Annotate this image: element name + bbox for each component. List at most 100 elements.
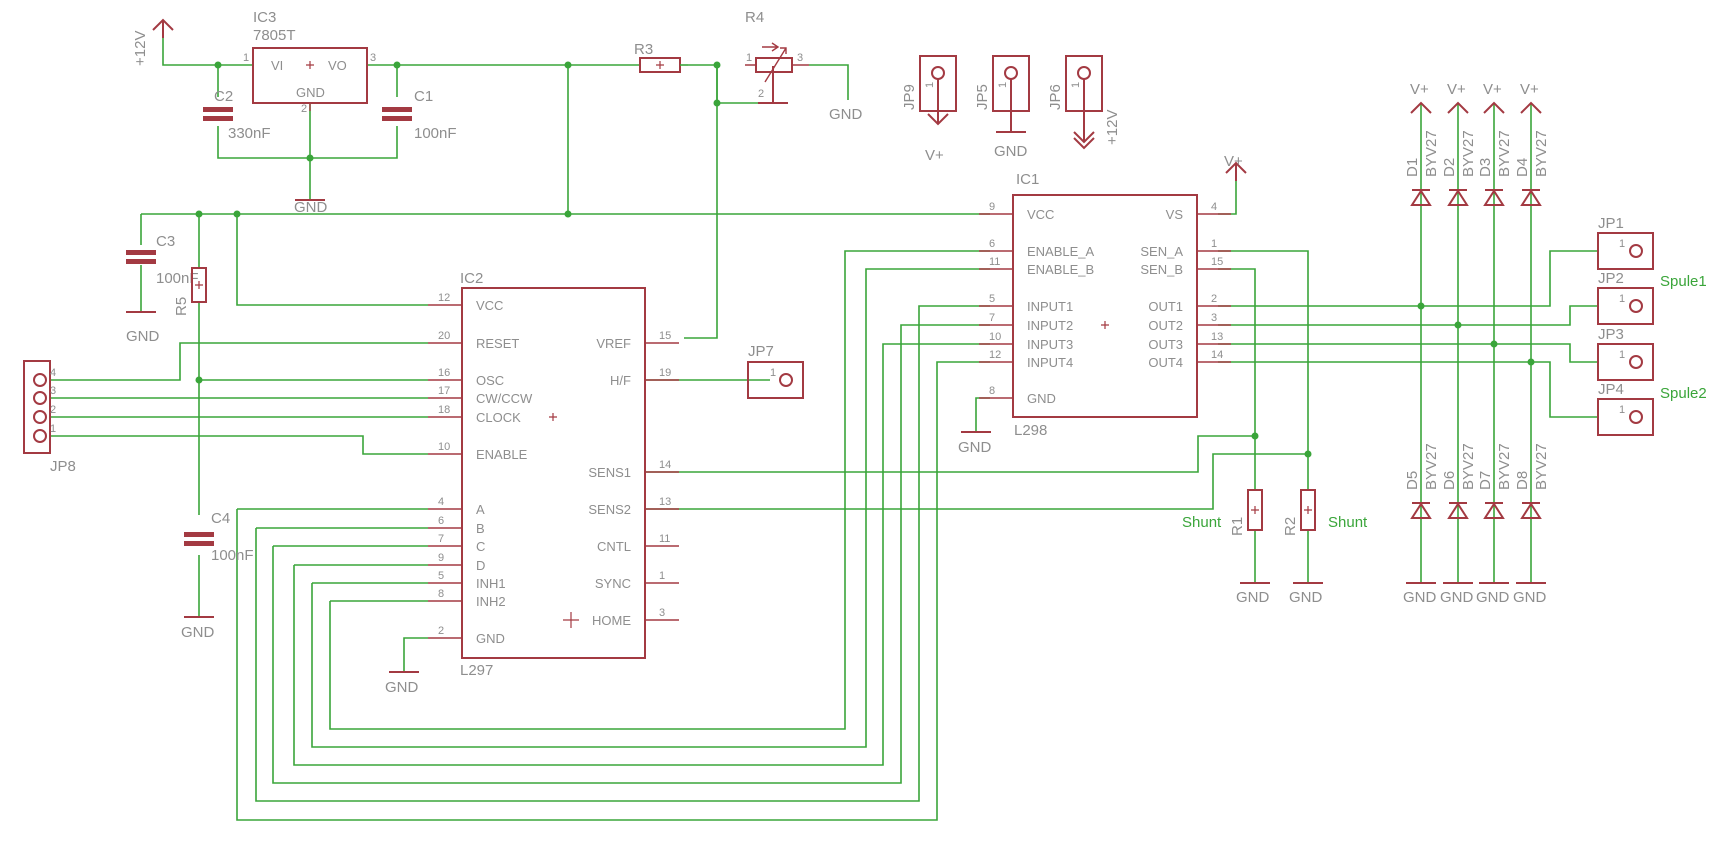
svg-text:BYV27: BYV27 <box>1533 443 1550 490</box>
gnd-regulator: GND <box>294 199 328 216</box>
svg-text:1: 1 <box>1211 238 1217 250</box>
svg-text:D8: D8 <box>1514 471 1531 490</box>
jp1-connector: JP1 1 <box>1597 215 1654 270</box>
svg-text:VCC: VCC <box>476 298 503 313</box>
wires <box>50 38 1598 821</box>
svg-text:D7: D7 <box>1477 471 1494 490</box>
svg-text:1: 1 <box>243 52 249 64</box>
svg-text:2: 2 <box>438 625 444 637</box>
svg-text:13: 13 <box>1211 331 1223 343</box>
svg-text:INPUT3: INPUT3 <box>1027 337 1073 352</box>
svg-text:3: 3 <box>659 607 665 619</box>
svg-text:INPUT4: INPUT4 <box>1027 355 1073 370</box>
svg-text:8: 8 <box>438 588 444 600</box>
jp4-connector: JP4 1 Spule2 <box>1597 381 1707 436</box>
svg-text:6: 6 <box>989 238 995 250</box>
svg-text:100nF: 100nF <box>211 547 254 564</box>
svg-text:CNTL: CNTL <box>597 539 631 554</box>
svg-text:R3: R3 <box>634 41 653 58</box>
svg-text:SYNC: SYNC <box>595 576 631 591</box>
r3-resistor: R3 <box>634 41 688 73</box>
svg-text:1: 1 <box>924 82 936 88</box>
svg-text:SEN_A: SEN_A <box>1140 244 1183 259</box>
svg-text:BYV27: BYV27 <box>1423 130 1440 177</box>
vplus-d2: V+ <box>1447 81 1469 114</box>
gnd-ic2: GND <box>385 671 419 696</box>
svg-text:V+: V+ <box>1520 81 1539 98</box>
ic2-right-pin-h-f: 19H/F <box>610 367 679 388</box>
net-spule1: Spule1 <box>1660 273 1707 290</box>
svg-text:R5: R5 <box>173 297 190 316</box>
ic1-value: L298 <box>1014 422 1047 439</box>
svg-text:GND: GND <box>994 143 1028 160</box>
svg-text:GND: GND <box>1513 589 1547 606</box>
svg-text:GND: GND <box>385 679 419 696</box>
svg-text:C: C <box>476 539 485 554</box>
svg-text:V+: V+ <box>1447 81 1466 98</box>
svg-text:GND: GND <box>1403 589 1437 606</box>
svg-text:5: 5 <box>989 293 995 305</box>
svg-text:100nF: 100nF <box>156 270 199 287</box>
svg-text:BYV27: BYV27 <box>1533 130 1550 177</box>
svg-text:JP3: JP3 <box>1598 326 1624 343</box>
svg-text:BYV27: BYV27 <box>1423 443 1440 490</box>
c2-capacitor: C2 330nF <box>203 88 271 142</box>
svg-text:12: 12 <box>438 292 450 304</box>
svg-text:HOME: HOME <box>592 613 631 628</box>
ic1-name: IC1 <box>1016 171 1039 188</box>
svg-text:15: 15 <box>1211 256 1223 268</box>
svg-text:6: 6 <box>438 515 444 527</box>
svg-text:R1: R1 <box>1229 517 1246 536</box>
svg-text:VREF: VREF <box>596 336 631 351</box>
jp2-connector: JP2 1 Spule1 <box>1597 270 1707 325</box>
svg-text:2: 2 <box>758 88 764 100</box>
svg-text:ENABLE_A: ENABLE_A <box>1027 244 1095 259</box>
svg-text:9: 9 <box>989 201 995 213</box>
gnd-d6: GND <box>1440 582 1474 606</box>
svg-text:D1: D1 <box>1404 158 1421 177</box>
gnd-r1: GND <box>1236 582 1270 606</box>
svg-text:14: 14 <box>659 459 671 471</box>
svg-text:11: 11 <box>659 533 670 545</box>
svg-text:2: 2 <box>50 404 56 416</box>
svg-text:D6: D6 <box>1441 471 1458 490</box>
supply-symbols: +12V GND GND GND GND GND GND <box>126 18 1547 696</box>
svg-text:1: 1 <box>770 367 776 379</box>
svg-text:RESET: RESET <box>476 336 519 351</box>
ic3-name: IC3 <box>253 9 276 26</box>
svg-text:5: 5 <box>438 570 444 582</box>
svg-text:VO: VO <box>328 58 347 73</box>
svg-text:C1: C1 <box>414 88 433 105</box>
svg-text:SENS2: SENS2 <box>588 502 631 517</box>
svg-text:12: 12 <box>989 349 1001 361</box>
svg-text:JP8: JP8 <box>50 458 76 475</box>
gnd-d7: GND <box>1476 582 1510 606</box>
svg-text:3: 3 <box>370 52 376 64</box>
svg-text:19: 19 <box>659 367 671 379</box>
svg-text:15: 15 <box>659 330 671 342</box>
vplus-d1: V+ <box>1410 81 1432 114</box>
svg-text:GND: GND <box>829 106 863 123</box>
